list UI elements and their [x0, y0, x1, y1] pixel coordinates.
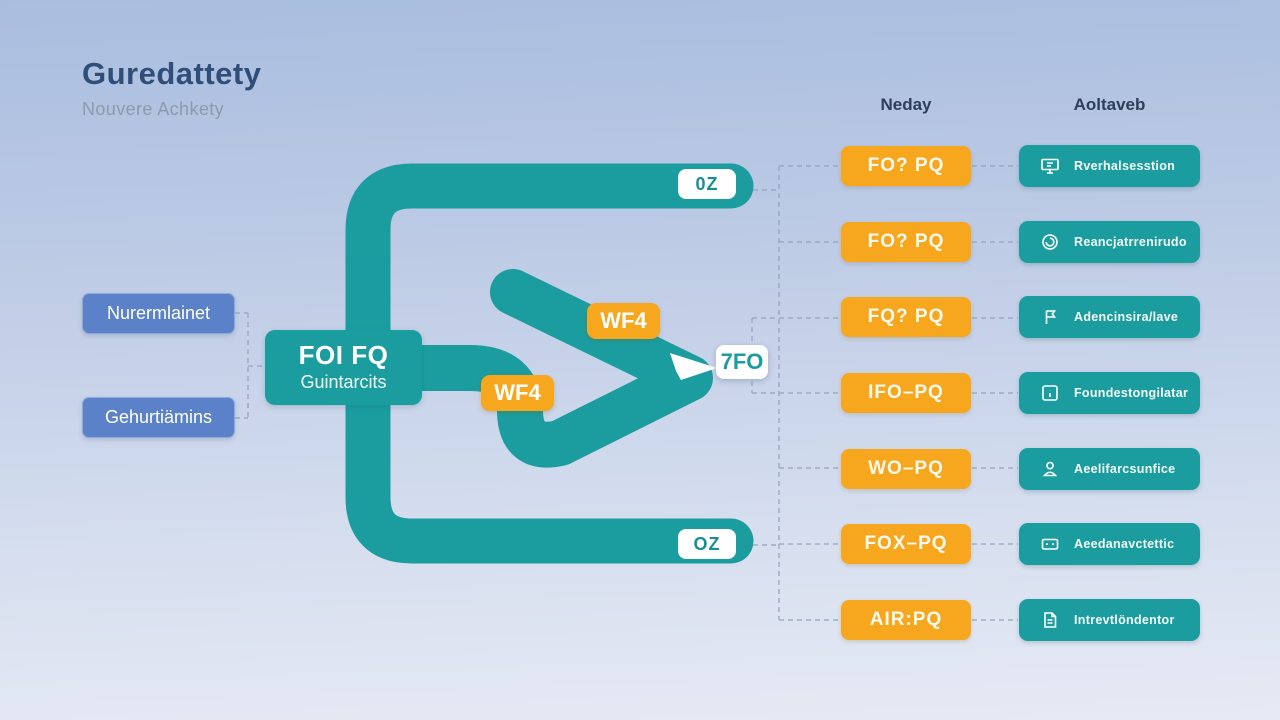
- neday-node-label: WO–PQ: [868, 458, 944, 479]
- neday-node-label: FO? PQ: [867, 231, 945, 252]
- refresh-circle-icon: [1039, 231, 1061, 253]
- neday-node: FO? PQ: [841, 146, 971, 186]
- aoltaveb-node-label: Intrevtlöndentor: [1074, 613, 1175, 627]
- aoltaveb-node-label: Aeedanavctettic: [1074, 537, 1175, 551]
- neday-node: FQ? PQ: [841, 297, 971, 337]
- neday-node-label: AIR:PQ: [869, 609, 943, 630]
- neday-node: WO–PQ: [841, 449, 971, 489]
- loop-top-badge: 0Z: [678, 169, 736, 199]
- page-subtitle: Nouvere Achkety: [82, 99, 225, 119]
- neday-node: FOX–PQ: [841, 524, 971, 564]
- central-node: FOI FQ Guintarcits: [265, 330, 422, 405]
- info-square-icon: [1039, 382, 1061, 404]
- aoltaveb-node: Reancjatrrenirudo: [1019, 221, 1200, 263]
- person-icon: [1039, 458, 1061, 480]
- wf4-badge-bottom: WF4: [481, 375, 554, 411]
- central-node-subtitle: Guintarcits: [300, 371, 387, 392]
- central-node-title: FOI FQ: [298, 340, 389, 371]
- aoltaveb-node-label: Foundestongilatar: [1074, 386, 1189, 400]
- aoltaveb-node-label: Adencinsira/lave: [1074, 310, 1179, 324]
- aoltaveb-node-label: Aeelifarcsunfice: [1074, 462, 1176, 476]
- left-node-1: Nurermlainet: [82, 293, 235, 334]
- aoltaveb-node: Aeedanavctettic: [1019, 523, 1200, 565]
- document-icon: [1039, 609, 1061, 631]
- presentation-icon: [1039, 155, 1061, 177]
- flag-icon: [1039, 306, 1061, 328]
- loop-bottom-badge: OZ: [678, 529, 736, 559]
- banknote-icon: [1039, 533, 1061, 555]
- aoltaveb-node: Intrevtlöndentor: [1019, 599, 1200, 641]
- neday-node-label: IFO–PQ: [868, 382, 944, 403]
- page-title: Guredattety: [82, 56, 262, 91]
- cursor-arrow-icon: [670, 353, 717, 380]
- aoltaveb-node-label: Rverhalsesstion: [1074, 159, 1176, 173]
- neday-node-label: FOX–PQ: [864, 533, 948, 554]
- left-node-1-label: Nurermlainet: [106, 303, 211, 323]
- aoltaveb-node: Rverhalsesstion: [1019, 145, 1200, 187]
- neday-node-label: FQ? PQ: [867, 306, 945, 327]
- left-node-2-label: Gehurtiämins: [104, 407, 213, 427]
- loop-arrow-shape: [345, 163, 754, 564]
- aoltaveb-node: Adencinsira/lave: [1019, 296, 1200, 338]
- aoltaveb-node: Foundestongilatar: [1019, 372, 1200, 414]
- neday-node-label: FO? PQ: [867, 155, 945, 176]
- aoltaveb-node-label: Reancjatrrenirudo: [1074, 235, 1187, 249]
- neday-node: IFO–PQ: [841, 373, 971, 413]
- column-header-aoltaveb: Aoltaveb: [1073, 95, 1146, 114]
- aoltaveb-node: Aeelifarcsunfice: [1019, 448, 1200, 490]
- left-node-2: Gehurtiämins: [82, 397, 235, 438]
- neday-node: FO? PQ: [841, 222, 971, 262]
- column-header-neday: Neday: [880, 95, 932, 114]
- neday-node: AIR:PQ: [841, 600, 971, 640]
- wf4-badge-top: WF4: [587, 303, 660, 339]
- pointer-badge: 7FO: [716, 345, 768, 379]
